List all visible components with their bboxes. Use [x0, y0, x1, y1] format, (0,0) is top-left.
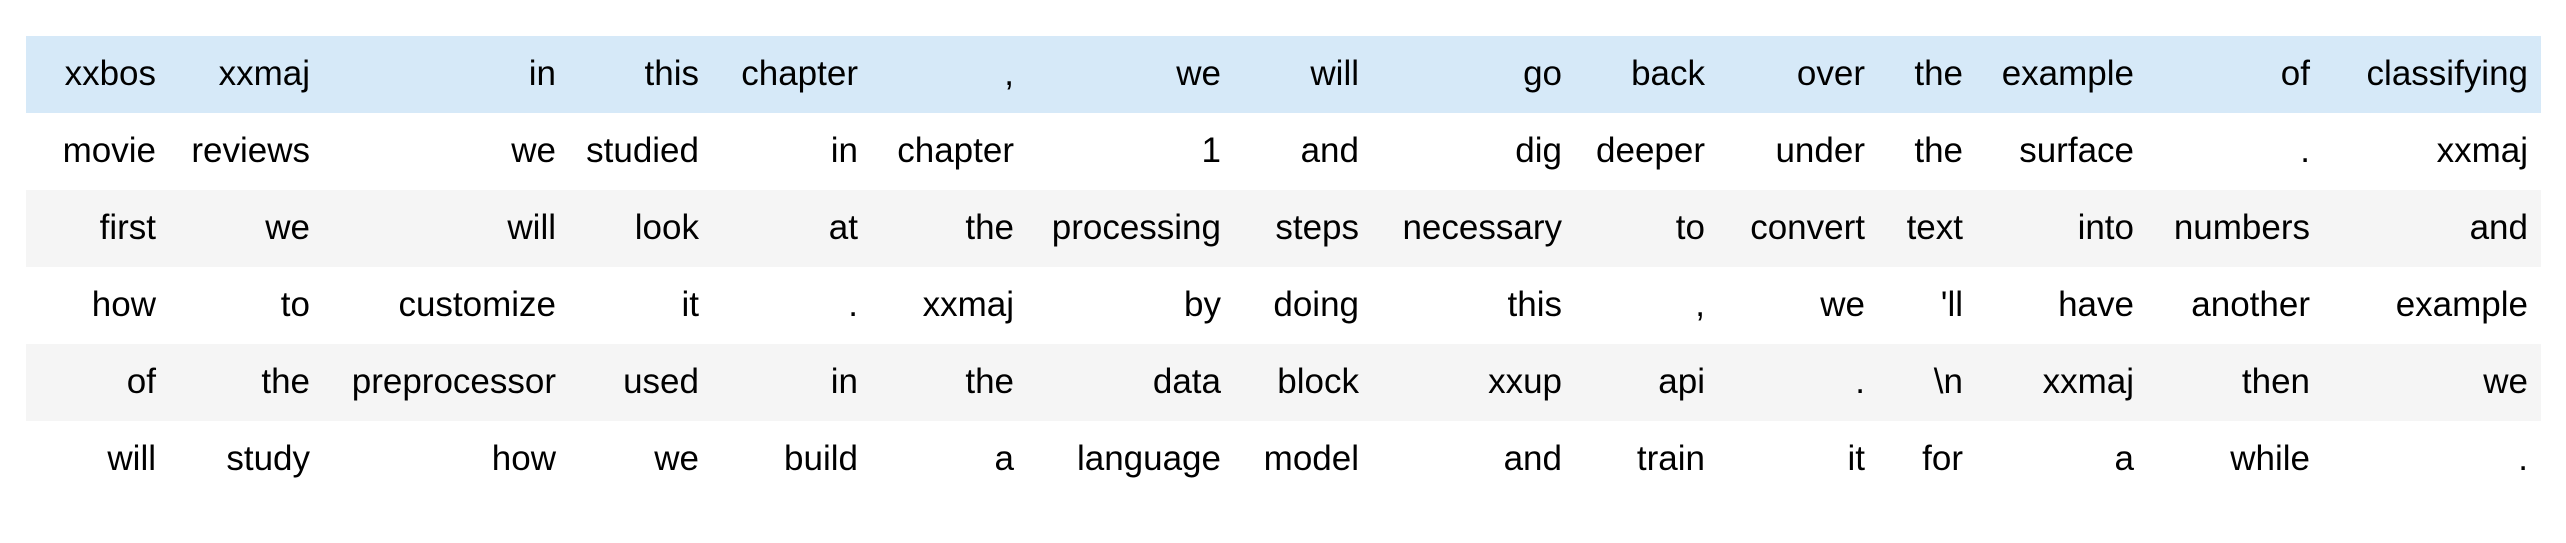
token-dataframe: xxbos xxmaj in this chapter, we will go back over… — [26, 36, 2541, 498]
token-cell: and — [2469, 208, 2528, 248]
token-cell: have — [2058, 285, 2134, 325]
token-cell: classifying — [2366, 54, 2528, 94]
token-cell: in — [528, 54, 556, 94]
token-cell: then — [2241, 362, 2310, 402]
token-cell: by — [1184, 285, 1221, 325]
token-cell: over — [1796, 54, 1865, 94]
token-cell: the — [261, 362, 310, 402]
token-cell: how — [91, 285, 156, 325]
token-cell: for — [1922, 439, 1963, 479]
token-row-highlighted: xxbos xxmaj in this chapter, we will go back over… — [26, 36, 2541, 113]
token-cell: build — [784, 439, 858, 479]
token-cell: chapter — [741, 54, 858, 94]
token-cell: 'll — [1940, 285, 1963, 325]
token-cell: in — [830, 362, 858, 402]
token-cell: train — [1636, 439, 1705, 479]
token-cell: we — [654, 439, 699, 479]
token-cell: study — [226, 439, 310, 479]
token-cell: we — [1176, 54, 1221, 94]
token-cell: while — [2230, 439, 2310, 479]
token-cell: another — [2191, 285, 2310, 325]
token-cell: the — [965, 362, 1014, 402]
token-cell: example — [2395, 285, 2528, 325]
token-cell: we — [511, 131, 556, 171]
token-cell: it — [681, 285, 700, 325]
token-cell: example — [2001, 54, 2134, 94]
token-row: of the preprocessor used in the data block xxup a… — [26, 344, 2541, 421]
token-cell: in — [830, 131, 858, 171]
token-cell: language — [1076, 439, 1221, 479]
token-cell: \n — [1933, 362, 1963, 402]
token-cell: processing — [1051, 208, 1221, 248]
token-cell: we — [2483, 362, 2528, 402]
token-cell: we — [1820, 285, 1865, 325]
token-row: first we will look at the processing steps neces… — [26, 190, 2541, 267]
token-row: how to customize it. xxmaj by doing this, we 'll h… — [26, 267, 2541, 344]
token-cell: necessary — [1402, 208, 1562, 248]
token-cell: back — [1631, 54, 1705, 94]
notebook-output-area: xxbos xxmaj in this chapter, we will go back over… — [26, 36, 2541, 498]
token-cell: at — [828, 208, 858, 248]
token-cell: this — [644, 54, 699, 94]
token-cell: into — [2077, 208, 2134, 248]
token-cell: doing — [1273, 285, 1359, 325]
token-cell: api — [1658, 362, 1705, 402]
token-cell: go — [1523, 54, 1562, 94]
token-cell: how — [491, 439, 556, 479]
token-cell: . — [2300, 131, 2310, 171]
token-cell: a — [994, 439, 1014, 479]
token-cell: of — [2280, 54, 2310, 94]
token-cell: to — [280, 285, 310, 325]
token-cell: the — [965, 208, 1014, 248]
token-cell: the — [1914, 131, 1963, 171]
token-cell: xxmaj — [2436, 131, 2528, 171]
token-cell: and — [1300, 131, 1359, 171]
token-cell: xxmaj — [922, 285, 1014, 325]
token-cell: , — [1695, 285, 1705, 325]
token-cell: data — [1152, 362, 1221, 402]
token-cell: xxbos — [64, 54, 156, 94]
token-cell: to — [1675, 208, 1705, 248]
token-cell: and — [1503, 439, 1562, 479]
token-cell: convert — [1750, 208, 1865, 248]
token-cell: text — [1906, 208, 1963, 248]
token-cell: , — [1004, 54, 1014, 94]
token-cell: it — [1847, 439, 1866, 479]
token-cell: customize — [398, 285, 556, 325]
token-cell: dig — [1515, 131, 1562, 171]
token-cell: preprocessor — [351, 362, 556, 402]
token-cell: the — [1914, 54, 1963, 94]
token-cell: studied — [586, 131, 699, 171]
token-cell: we — [265, 208, 310, 248]
token-cell: steps — [1275, 208, 1359, 248]
token-cell: chapter — [897, 131, 1014, 171]
token-cell: will — [507, 208, 556, 248]
token-cell: surface — [2019, 131, 2134, 171]
token-cell: will — [1310, 54, 1359, 94]
token-cell: numbers — [2173, 208, 2310, 248]
token-cell: look — [634, 208, 699, 248]
token-cell: movie — [62, 131, 156, 171]
token-cell: first — [99, 208, 156, 248]
token-cell: xxmaj — [218, 54, 310, 94]
token-cell: model — [1263, 439, 1359, 479]
token-cell: 1 — [1201, 131, 1221, 171]
token-cell: . — [1855, 362, 1865, 402]
token-cell: reviews — [191, 131, 310, 171]
token-row: will study how we build a language model and trai… — [26, 421, 2541, 498]
token-cell: deeper — [1596, 131, 1705, 171]
token-cell: will — [107, 439, 156, 479]
token-cell: used — [623, 362, 699, 402]
token-cell: . — [2518, 439, 2528, 479]
token-cell: xxmaj — [2042, 362, 2134, 402]
token-cell: xxup — [1488, 362, 1562, 402]
token-cell: of — [126, 362, 156, 402]
token-cell: this — [1507, 285, 1562, 325]
token-cell: under — [1775, 131, 1865, 171]
token-cell: block — [1277, 362, 1359, 402]
token-cell: a — [2114, 439, 2134, 479]
token-dataframe-body: xxbos xxmaj in this chapter, we will go back over… — [26, 36, 2541, 498]
token-cell: . — [848, 285, 858, 325]
